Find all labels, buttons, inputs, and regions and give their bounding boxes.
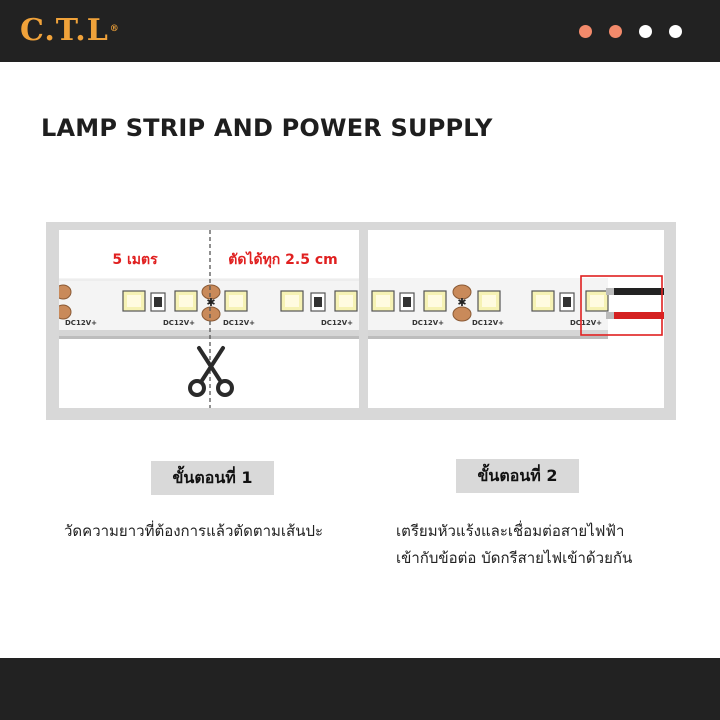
slide-dots — [579, 25, 682, 38]
strip-marking: DC12V+ — [472, 319, 504, 327]
svg-text:✱: ✱ — [206, 296, 215, 309]
step-2-description: เตรียมหัวแร้งและเชื่อมต่อสายไฟฟ้า เข้ากั… — [396, 518, 696, 572]
step-1-description-line: วัดความยาวที่ต้องการแล้วตัดตามเส้นปะ — [64, 522, 324, 540]
solder-illustration: ✱ DC12V+ DC12V+ DC12V+ — [368, 275, 664, 339]
step-2-description-line: เข้ากับข้อต่อ บัดกรีสายไฟเข้าด้วยกัน — [396, 549, 633, 567]
cut-illustration: DC12V+ DC12V+ DC12V+ DC12V+ ✱ 5 เมตร ตัด… — [59, 230, 359, 408]
registered-mark: ® — [109, 24, 120, 34]
strip-marking: DC12V+ — [163, 319, 195, 327]
length-label: 5 เมตร — [112, 252, 158, 268]
strip-marking: DC12V+ — [412, 319, 444, 327]
scissors-icon — [188, 346, 234, 397]
solder-point-highlight — [580, 275, 663, 336]
slide-dot-3[interactable] — [639, 25, 652, 38]
strip-marking: DC12V+ — [570, 319, 602, 327]
step-1-label: ขั้นตอนที่ 1 — [172, 467, 253, 487]
slide-dot-2[interactable] — [609, 25, 622, 38]
slide-dot-4[interactable] — [669, 25, 682, 38]
strip-marking: DC12V+ — [223, 319, 255, 327]
svg-text:✱: ✱ — [457, 296, 466, 309]
cut-interval-label: ตัดได้ทุก 2.5 cm — [228, 250, 337, 268]
cut-illustration-panel: DC12V+ DC12V+ DC12V+ DC12V+ ✱ 5 เมตร ตัด… — [59, 230, 359, 408]
page-title: LAMP STRIP AND POWER SUPPLY — [41, 114, 493, 142]
slide-dot-1[interactable] — [579, 25, 592, 38]
strip-marking: DC12V+ — [321, 319, 353, 327]
step-2-label: ขั้นตอนที่ 2 — [477, 465, 558, 485]
step-2-description-line: เตรียมหัวแร้งและเชื่อมต่อสายไฟฟ้า — [396, 522, 625, 540]
brand-logo-text: C.T.L — [20, 13, 109, 48]
footer-bar — [0, 658, 720, 720]
step-1-badge: ขั้นตอนที่ 1 — [151, 461, 274, 495]
step-1-description: วัดความยาวที่ต้องการแล้วตัดตามเส้นปะ — [64, 518, 364, 545]
header-bar: C.T.L® — [0, 0, 720, 62]
step-2-badge: ขั้นตอนที่ 2 — [456, 459, 579, 493]
strip-marking: DC12V+ — [65, 319, 97, 327]
solder-illustration-panel: ✱ DC12V+ DC12V+ DC12V+ — [368, 230, 664, 408]
brand-logo[interactable]: C.T.L® — [20, 14, 120, 48]
